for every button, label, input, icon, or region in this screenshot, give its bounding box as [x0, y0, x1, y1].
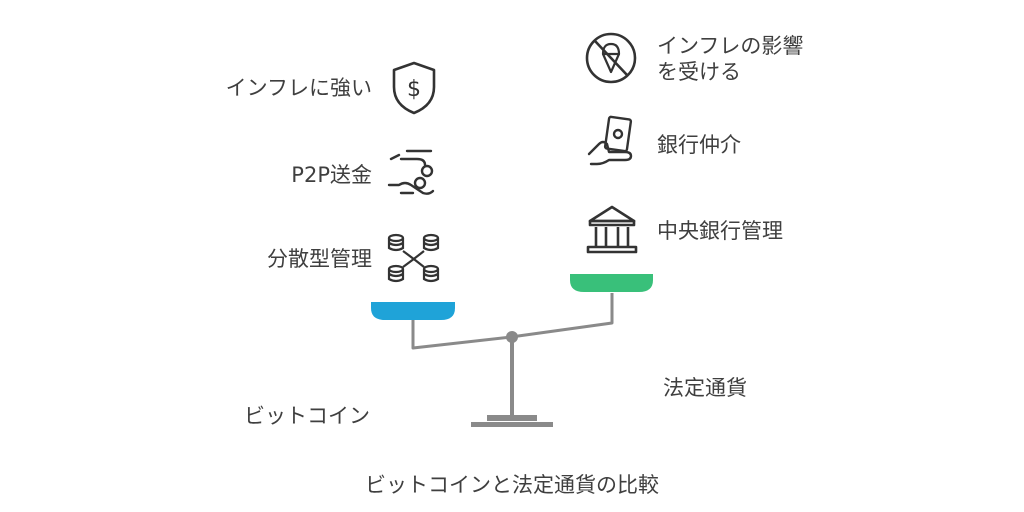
hand-coins-icon: [387, 149, 435, 195]
scale-pivot: [506, 331, 518, 343]
bank-building-icon: [586, 205, 638, 254]
decentralized-database-icon: [387, 233, 440, 283]
scale-base: [471, 422, 553, 427]
fiat-label: 法定通貨: [663, 376, 747, 400]
bitcoin-pan: [371, 302, 455, 320]
feature-label-p2p-transfer: P2P送金: [291, 163, 372, 187]
bitcoin-label: ビットコイン: [244, 404, 370, 428]
scale-base-top: [487, 415, 537, 421]
no-ice-cream-icon: [585, 32, 637, 84]
feature-label-inflation-affected-line2: を受ける: [657, 60, 741, 85]
feature-label-central-bank: 中央銀行管理: [657, 219, 783, 243]
feature-label-bank-intermediary: 銀行仲介: [657, 133, 741, 157]
scale-pole: [510, 339, 514, 417]
feature-label-inflation-affected: インフレの影響 を受ける: [657, 33, 803, 86]
svg-text:$: $: [407, 77, 421, 102]
feature-label-decentralized: 分散型管理: [267, 247, 372, 271]
shield-dollar-icon: $: [392, 61, 436, 115]
diagram-title: ビットコインと法定通貨の比較: [365, 473, 659, 497]
hand-cash-icon: [587, 115, 633, 166]
fiat-pan: [570, 274, 653, 292]
feature-label-inflation-affected-line1: インフレの影響: [657, 34, 804, 58]
feature-label-inflation-resistant: インフレに強い: [225, 76, 372, 100]
